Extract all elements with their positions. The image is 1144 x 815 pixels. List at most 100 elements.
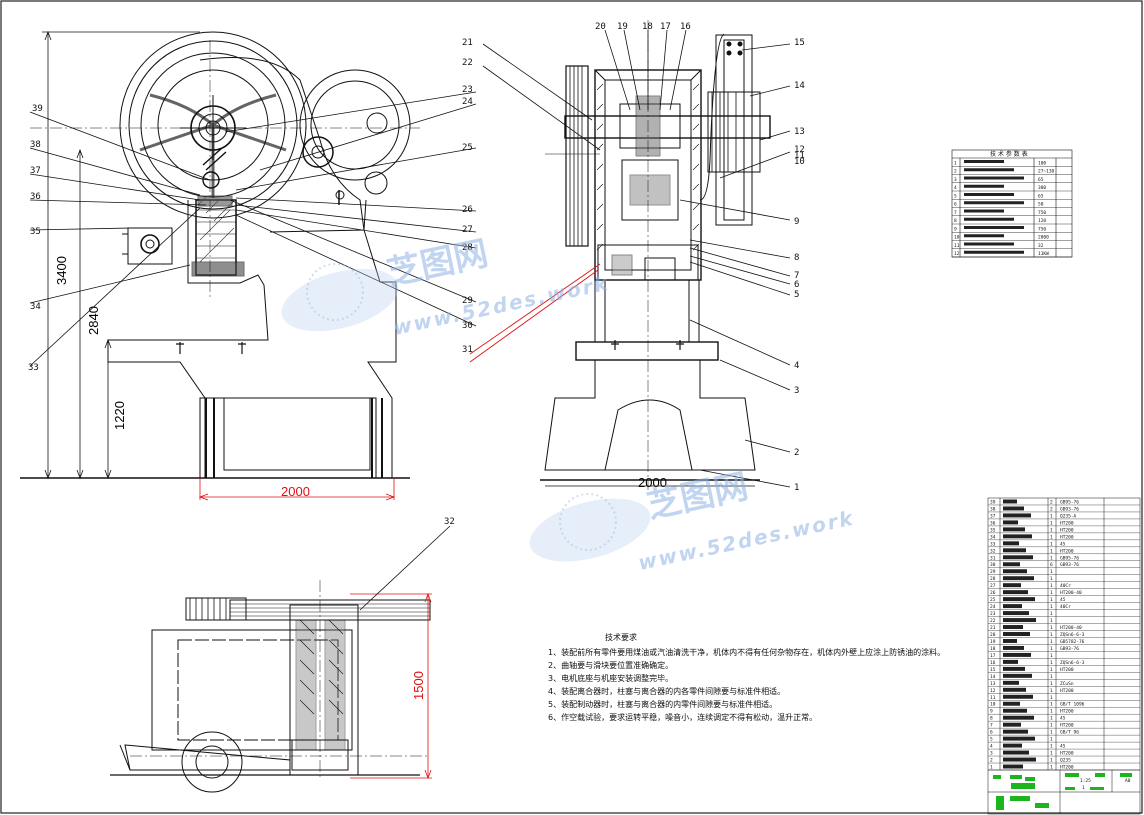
dim-2000-front: 2000 [281, 484, 310, 499]
bom-row-standard: 45 [1060, 744, 1066, 750]
bom-row-name-glyph [1003, 583, 1021, 588]
bom-row-name-glyph [1003, 729, 1028, 734]
tech-params-row-label-glyph [964, 193, 1014, 196]
tech-params-row-index: 1 [954, 160, 957, 166]
bom-row-name-glyph [1003, 611, 1029, 616]
bom-row-name-glyph [1003, 652, 1031, 657]
bom-row-name-glyph [1003, 764, 1023, 769]
bom-row-number: 37 [990, 513, 996, 519]
bom-row-number: 24 [990, 604, 996, 610]
tech-params-row-label-glyph [964, 217, 1014, 221]
tech-params-row-value: 11KW [1038, 251, 1049, 257]
bom-row-name-glyph [1003, 548, 1026, 553]
bom-row-standard: HT200 [1060, 548, 1074, 554]
side-view-leaders [482, 29, 791, 488]
bom-row-number: 6 [990, 730, 993, 736]
bom-row-name-glyph [1003, 555, 1033, 560]
tech-params-row-label-glyph [964, 160, 1004, 163]
bom-row-name-glyph [1003, 499, 1017, 504]
bom-row-number: 4 [990, 744, 993, 750]
bom-row-quantity: 1 [1050, 597, 1053, 603]
top-view [110, 580, 431, 793]
tech-params-row-index: 2 [954, 169, 957, 175]
dim-1220: 1220 [112, 401, 127, 430]
bom-row-name-glyph [1003, 757, 1036, 762]
bom-row-standard: HT200 [1060, 667, 1074, 673]
bom-row-quantity: 1 [1050, 520, 1053, 526]
watermark-upper-cn: 芝图网 [384, 233, 492, 293]
bom-row-quantity: 1 [1050, 674, 1053, 680]
bom-row-name-glyph [1003, 520, 1018, 525]
tech-params-row-value: 750 [1038, 226, 1046, 232]
dim-2000-side: 2000 [638, 475, 667, 490]
bom-row-number: 36 [990, 520, 996, 526]
callout-15: 15 [794, 38, 805, 48]
callout-16: 16 [680, 22, 691, 32]
bom-row-name-glyph [1003, 645, 1024, 650]
bom-row-name-glyph [1003, 673, 1032, 678]
bom-row-name-glyph [1003, 576, 1034, 581]
tech-params-row-label-glyph [964, 242, 1014, 246]
bom-row-number: 29 [990, 569, 996, 575]
bom-row-number: 9 [990, 709, 993, 715]
callout-1: 1 [794, 483, 799, 493]
bom-row-quantity: 1 [1050, 639, 1053, 645]
note-line-1: 1、装配前所有零件要用煤油或汽油清洗干净，机体内不得有任何杂物存在，机体内外壁上… [548, 647, 945, 657]
bom-row-name-glyph [1003, 618, 1036, 623]
bom-row-name-glyph [1003, 541, 1019, 546]
bom-row-standard: GB93-76 [1060, 646, 1079, 652]
callout-6: 6 [794, 280, 799, 290]
callout-24: 24 [462, 97, 473, 107]
bom-row-quantity: 1 [1050, 667, 1053, 673]
callout-8: 8 [794, 253, 799, 263]
bom-row-number: 8 [990, 716, 993, 722]
tech-params-row-index: 4 [954, 185, 957, 191]
bom-row-number: 1 [990, 765, 993, 771]
top-view-dimensions [350, 592, 432, 780]
bom-row-number: 5 [990, 737, 993, 743]
bom-row-name-glyph [1003, 604, 1022, 609]
title-scale: 1:25 [1080, 778, 1091, 784]
tech-params-row-label-glyph [964, 234, 1004, 238]
bom-row-quantity: 1 [1050, 695, 1053, 701]
callout-38: 38 [30, 140, 41, 150]
bom-row-standard: GB95-76 [1060, 555, 1079, 561]
tech-params-row-value: 50 [1038, 202, 1044, 208]
title-block-stamps [993, 773, 1132, 810]
bom-row-number: 27 [990, 583, 996, 589]
bom-row-name-glyph [1003, 701, 1020, 706]
bom-row-number: 32 [990, 548, 996, 554]
bom-row-number: 31 [990, 555, 996, 561]
tech-params-row-label-glyph [964, 176, 1024, 180]
bom-row-number: 25 [990, 597, 996, 603]
tech-params-row-label-glyph [964, 168, 1014, 172]
bom-row-standard: HT200 [1060, 751, 1074, 757]
leader-32 [359, 525, 451, 611]
callout-7: 7 [794, 271, 799, 281]
bom-row-standard: ZQSn6-6-3 [1060, 660, 1085, 666]
bom-row-quantity: 1 [1050, 548, 1053, 554]
bom-row-standard: GB93-76 [1060, 506, 1079, 512]
dim-3400: 3400 [54, 256, 69, 285]
callout-39: 39 [32, 104, 43, 114]
bom-row-number: 17 [990, 653, 996, 659]
callout-31: 31 [462, 345, 473, 355]
bom-row-quantity: 1 [1050, 758, 1053, 764]
tech-params-row-value: 65 [1038, 193, 1044, 199]
front-view-leaders [29, 91, 477, 367]
callout-29: 29 [462, 296, 473, 306]
bom-row-quantity: 1 [1050, 618, 1053, 624]
bom-row-name-glyph [1003, 632, 1030, 636]
bom-row-quantity: 1 [1050, 681, 1053, 687]
bom-row-quantity: 1 [1050, 744, 1053, 750]
callout-17: 17 [660, 22, 671, 32]
tech-params-row-value: 2000 [1038, 235, 1049, 241]
bom-row-standard: HT200 [1060, 520, 1074, 526]
note-line-6: 6、作空载试验，要求运转平稳，噪音小，连续调定不得有松动，温升正常。 [548, 712, 817, 722]
callout-18: 18 [642, 22, 653, 32]
callout-27: 27 [462, 225, 473, 235]
tech-params-row-index: 10 [954, 235, 960, 241]
watermark-lower: 芝图网 www.52des.work [529, 466, 857, 575]
